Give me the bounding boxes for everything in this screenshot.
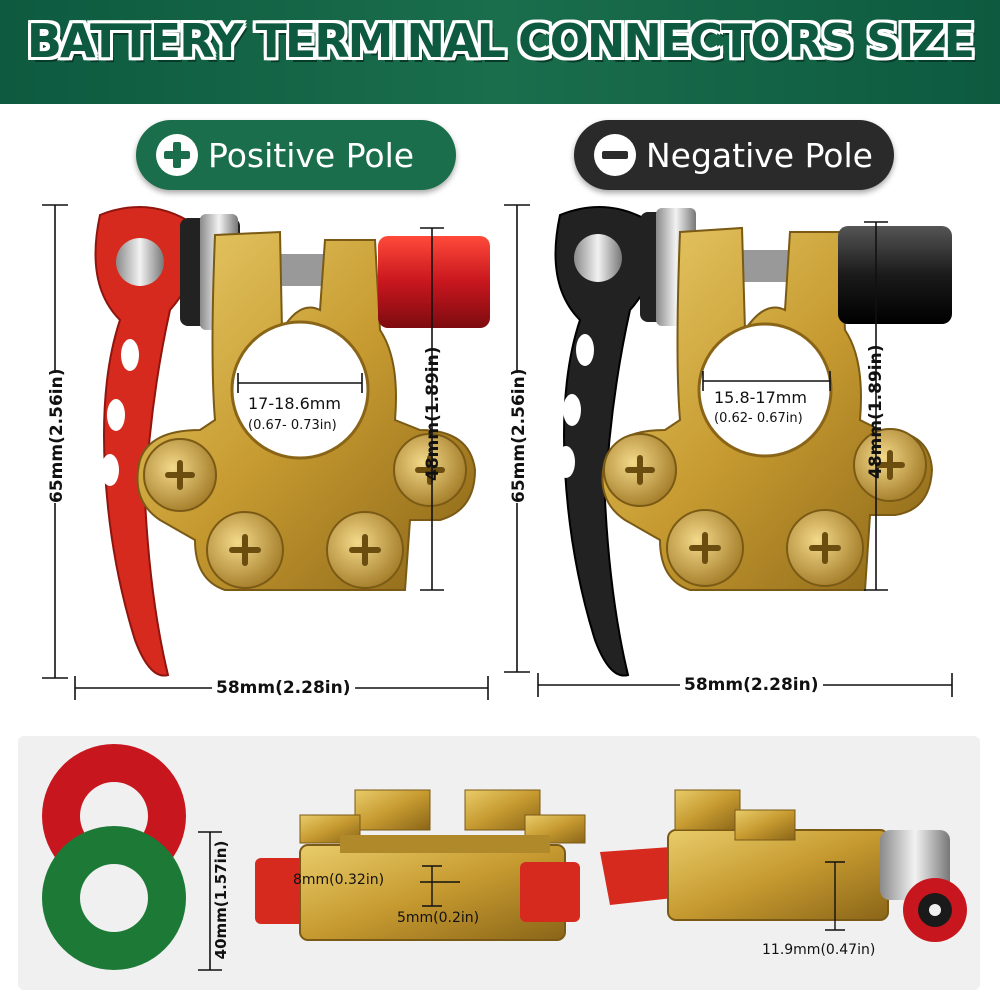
terminal-angle-view <box>600 789 967 942</box>
minus-circle-icon <box>594 134 636 176</box>
positive-width-label: 58mm(2.28in) <box>212 678 355 698</box>
terminal-side-view <box>255 789 586 941</box>
title-banner: BATTERY TERMINAL CONNECTORS SIZE <box>0 0 1000 104</box>
slot-width-label: 8mm(0.32in) <box>293 872 385 888</box>
plus-circle-icon <box>156 134 198 176</box>
positive-bore-mm-label: 17-18.6mm <box>248 394 341 413</box>
positive-pole-label: Positive Pole <box>208 135 415 175</box>
negative-width-label: 58mm(2.28in) <box>680 675 823 695</box>
negative-bore-in-label: (0.62- 0.67in) <box>714 411 803 426</box>
negative-pole-badge: Negative Pole <box>574 120 894 190</box>
washers <box>42 744 186 970</box>
positive-pole-badge: Positive Pole <box>136 120 456 190</box>
negative-pole-label: Negative Pole <box>646 135 873 175</box>
page-title: BATTERY TERMINAL CONNECTORS SIZE <box>26 14 975 68</box>
positive-bore-in-label: (0.67- 0.73in) <box>248 418 337 433</box>
positive-terminal <box>94 206 490 677</box>
negative-terminal <box>554 206 952 677</box>
slot-depth-label: 5mm(0.2in) <box>397 910 480 926</box>
clamp-height-label: 11.9mm(0.47in) <box>762 942 876 958</box>
washer-dimension-label: 40mm(1.57in) <box>212 840 230 960</box>
negative-bore-mm-label: 15.8-17mm <box>714 388 807 407</box>
